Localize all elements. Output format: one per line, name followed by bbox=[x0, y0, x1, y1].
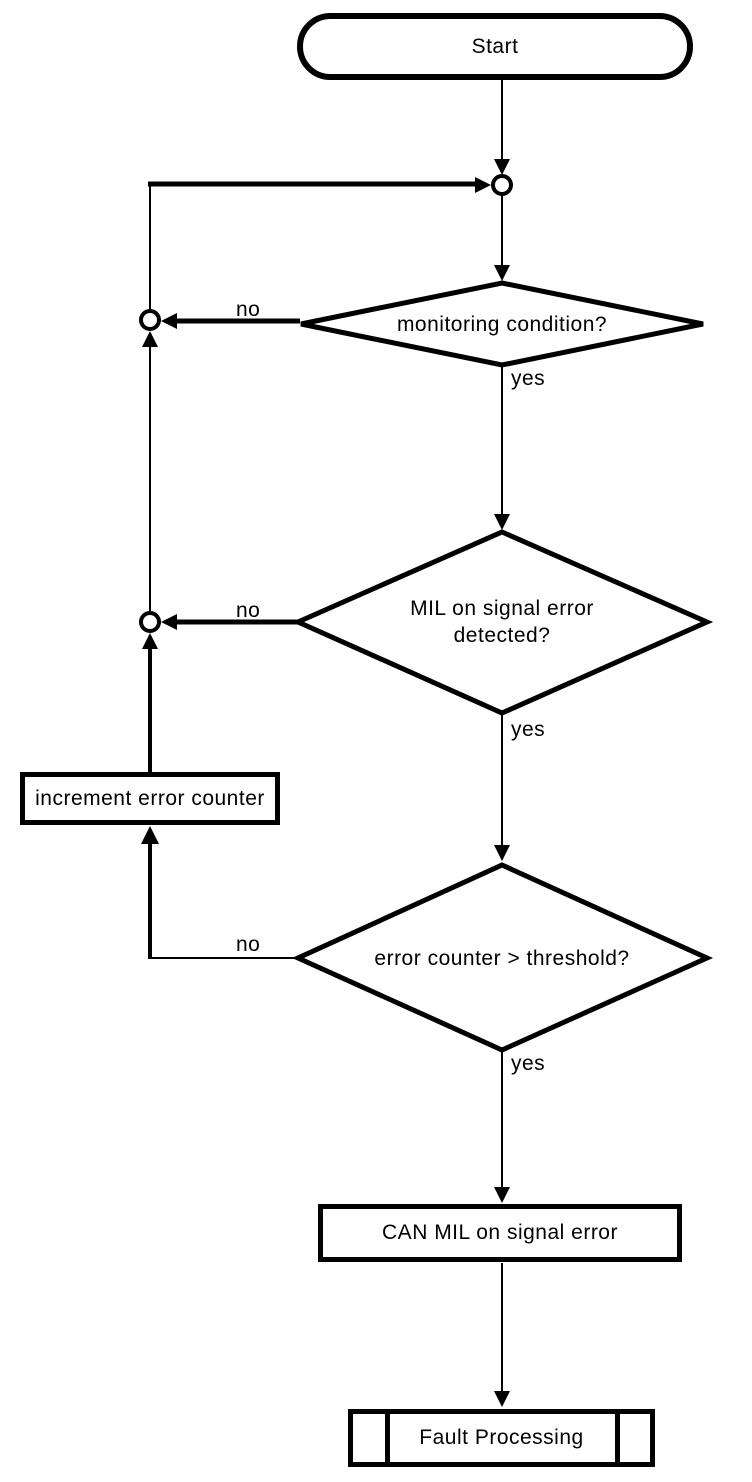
arrowhead-loop-into-top-junction bbox=[475, 177, 491, 193]
arrowhead-into-fault-box bbox=[494, 1391, 510, 1407]
arrowhead-into-threshold-decision bbox=[494, 845, 510, 861]
edge-label-threshold-no: no bbox=[236, 933, 261, 956]
node-increment-error-counter-label: increment error counter bbox=[35, 786, 265, 810]
node-mil-error-detected-label-line2: detected? bbox=[453, 624, 551, 647]
arrowhead-monitoring-no bbox=[161, 313, 177, 329]
edge-label-mil-yes: yes bbox=[511, 718, 546, 741]
arrowhead-into-junction1 bbox=[142, 331, 158, 347]
edge-label-monitoring-yes: yes bbox=[511, 367, 546, 390]
arrowhead-into-junction2 bbox=[142, 633, 158, 649]
node-fault-processing: Fault Processing bbox=[348, 1409, 655, 1467]
arrowhead-mil-no bbox=[161, 614, 177, 630]
node-can-mil-signal-error-label: CAN MIL on signal error bbox=[382, 1221, 618, 1244]
junction-top bbox=[491, 174, 513, 196]
arrowhead-into-mil-decision bbox=[494, 514, 510, 530]
arrowhead-into-top-junction bbox=[494, 159, 510, 175]
node-can-mil-signal-error: CAN MIL on signal error bbox=[318, 1204, 682, 1262]
decision-mil-error-detected bbox=[291, 529, 714, 716]
edge-label-mil-no: no bbox=[236, 599, 261, 622]
node-start-label: Start bbox=[471, 34, 519, 58]
node-monitoring-condition-label: monitoring condition? bbox=[396, 313, 608, 336]
arrowhead-into-monitoring bbox=[494, 265, 510, 281]
decision-monitoring-condition bbox=[300, 280, 704, 368]
node-fault-processing-label: Fault Processing bbox=[419, 1426, 584, 1449]
fault-processing-right-bar bbox=[615, 1414, 620, 1462]
edge-label-monitoring-no: no bbox=[236, 298, 261, 321]
node-increment-error-counter: increment error counter bbox=[20, 772, 280, 825]
fault-processing-left-bar bbox=[385, 1414, 390, 1462]
decision-error-counter-threshold bbox=[291, 862, 714, 1053]
node-start: Start bbox=[297, 13, 693, 80]
node-mil-error-detected-label-line1: MIL on signal error bbox=[410, 597, 594, 620]
node-error-counter-threshold-label: error counter > threshold? bbox=[374, 947, 630, 970]
node-mil-error-detected-label: MIL on signal error detected? bbox=[302, 595, 702, 649]
arrowhead-into-can-box bbox=[494, 1187, 510, 1203]
edge-label-threshold-yes: yes bbox=[511, 1052, 546, 1075]
arrowhead-into-increment-box bbox=[141, 826, 159, 844]
junction-left-2 bbox=[139, 611, 161, 633]
junction-left-1 bbox=[139, 309, 161, 331]
